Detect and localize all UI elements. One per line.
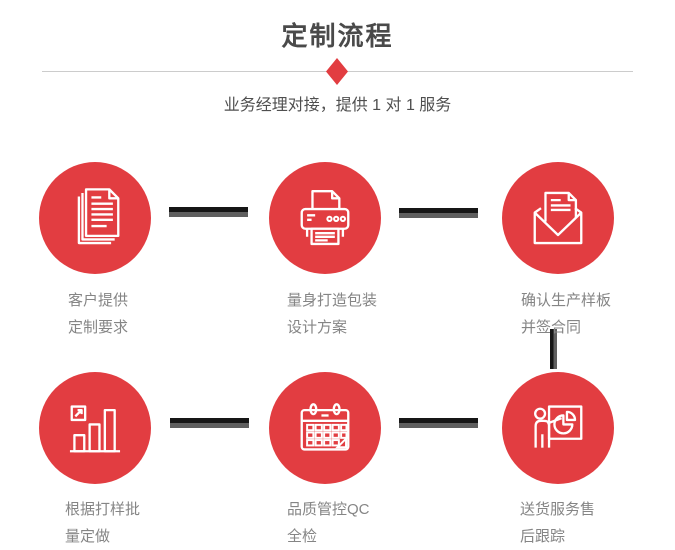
step3-label: 确认生产样板 并签合同 bbox=[521, 287, 611, 341]
step3-circle bbox=[502, 162, 614, 274]
step2-label-line2: 设计方案 bbox=[287, 319, 348, 336]
step5-label-line2: 全检 bbox=[287, 528, 318, 545]
connector-step1-step2 bbox=[169, 207, 248, 217]
connector-step4-step5 bbox=[170, 418, 249, 428]
printer-icon bbox=[300, 189, 350, 246]
step1-label-line2: 定制要求 bbox=[68, 319, 129, 336]
step4-label-line2: 量定做 bbox=[65, 528, 111, 545]
documents-icon bbox=[77, 188, 120, 245]
connector-step5-step6 bbox=[399, 418, 478, 428]
step5-label-line1: 品质管控QC bbox=[287, 501, 370, 518]
step4-label: 根据打样批 量定做 bbox=[65, 496, 140, 550]
step5-label: 品质管控QC 全检 bbox=[287, 496, 370, 550]
step2-label: 量身打造包装 设计方案 bbox=[287, 287, 377, 341]
presentation-icon bbox=[534, 405, 583, 448]
bar-chart-icon bbox=[69, 405, 121, 453]
envelope-icon bbox=[533, 191, 583, 245]
step3-label-line1: 确认生产样板 bbox=[521, 292, 612, 309]
step6-label-line2: 后跟踪 bbox=[520, 528, 566, 545]
step6-label: 送货服务售 后跟踪 bbox=[520, 496, 595, 550]
step1-circle bbox=[39, 162, 151, 274]
step2-circle bbox=[269, 162, 381, 274]
connector-step3-step6 bbox=[550, 329, 557, 369]
diamond-icon bbox=[326, 58, 348, 85]
step3-label-line2: 并签合同 bbox=[521, 319, 582, 336]
connector-step2-step3 bbox=[399, 208, 478, 218]
step6-label-line1: 送货服务售 bbox=[520, 501, 596, 518]
step4-circle bbox=[39, 372, 151, 484]
step1-label-line1: 客户提供 bbox=[68, 292, 129, 309]
step2-label-line1: 量身打造包装 bbox=[287, 292, 378, 309]
page-title: 定制流程 bbox=[281, 21, 394, 51]
step5-circle bbox=[269, 372, 381, 484]
step6-circle bbox=[502, 372, 614, 484]
page-subtitle: 业务经理对接，提供 1 对 1 服务 bbox=[223, 97, 452, 114]
step1-label: 客户提供 定制要求 bbox=[68, 287, 128, 341]
calendar-icon bbox=[300, 403, 350, 451]
step4-label-line1: 根据打样批 bbox=[65, 501, 141, 518]
